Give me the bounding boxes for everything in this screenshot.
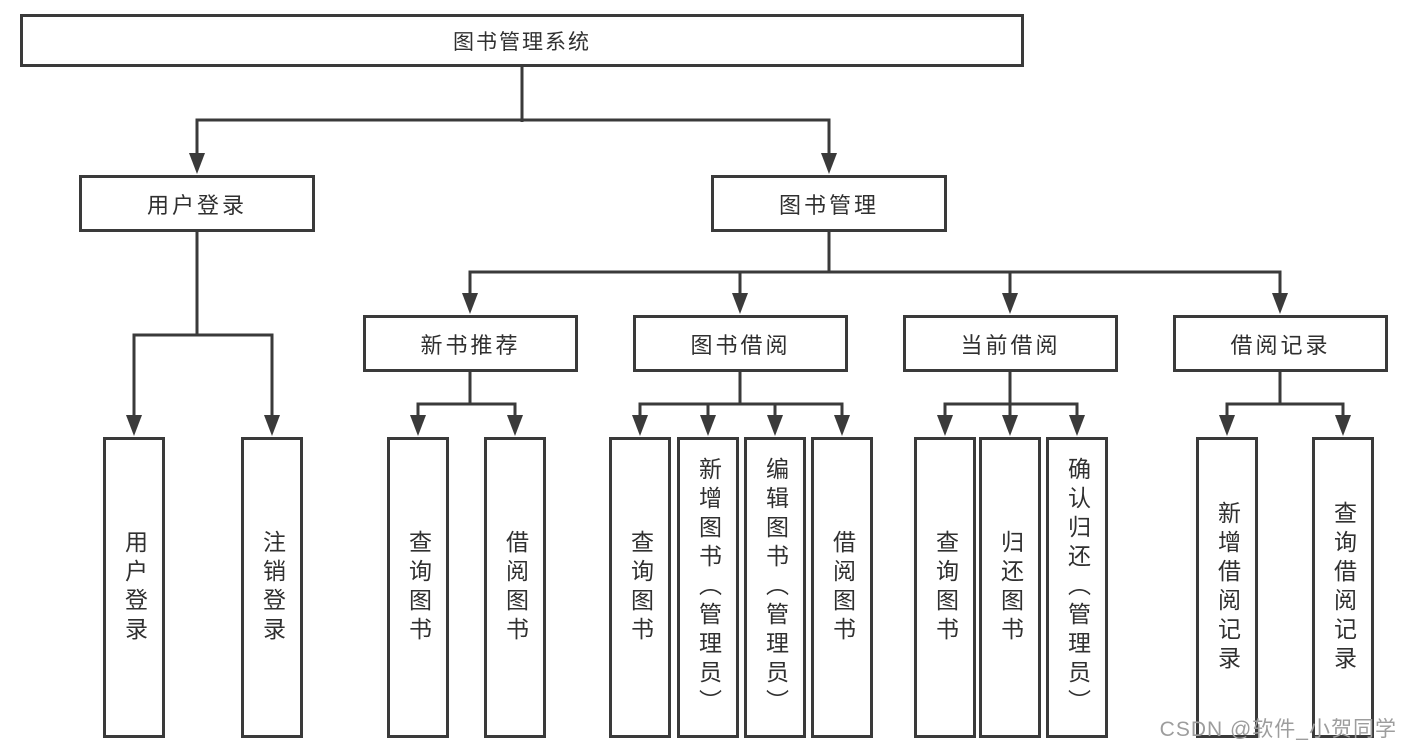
leaf-label: 借阅图书 [502, 529, 529, 646]
node-label: 图书管理 [778, 192, 879, 218]
connector-bookmgmt-to-level3 [468, 232, 1282, 296]
node-label: 图书借阅 [690, 332, 791, 358]
node-current-borrowing: 当前借阅 [903, 315, 1118, 372]
arrow-down-icon [126, 415, 142, 436]
node-label: 用户登录 [146, 192, 247, 218]
leaf-borrow-books: 借阅图书 [811, 437, 873, 738]
node-label: 当前借阅 [960, 332, 1061, 358]
leaf-return-books: 归还图书 [979, 437, 1041, 738]
leaf-label: 查询图书 [932, 529, 959, 646]
leaf-label: 新增借阅记录 [1214, 500, 1241, 675]
arrow-down-icon [732, 293, 748, 314]
arrow-down-icon [767, 415, 783, 436]
leaf-user-login: 用户登录 [103, 437, 165, 738]
arrow-down-icon [1219, 415, 1235, 436]
leaf-query-books: 查询图书 [387, 437, 449, 738]
node-label: 借阅记录 [1230, 332, 1331, 358]
leaf-borrow-books: 借阅图书 [484, 437, 546, 738]
leaf-edit-books-admin: 编辑图书（管理员） [744, 437, 806, 738]
leaf-label: 编辑图书（管理员） [762, 457, 789, 718]
arrow-down-icon [462, 293, 478, 314]
arrow-down-icon [1002, 293, 1018, 314]
arrow-down-icon [264, 415, 280, 436]
leaf-label: 注销登录 [259, 529, 286, 646]
arrow-down-icon [834, 415, 850, 436]
arrow-down-icon [1069, 415, 1085, 436]
connector-root-to-level2 [195, 67, 831, 156]
leaf-query-books: 查询图书 [914, 437, 976, 738]
arrow-down-icon [821, 153, 837, 174]
leaf-label: 确认归还（管理员） [1064, 457, 1091, 718]
arrow-down-icon [1272, 293, 1288, 314]
leaf-label: 用户登录 [121, 529, 148, 646]
leaf-label: 查询借阅记录 [1330, 500, 1357, 675]
connector-userlogin-to-children [132, 232, 274, 418]
arrow-down-icon [700, 415, 716, 436]
arrow-down-icon [410, 415, 426, 436]
csdn-watermark: CSDN @软件_小贺同学 [1159, 718, 1397, 741]
node-user-login: 用户登录 [79, 175, 315, 232]
node-borrowing-records: 借阅记录 [1173, 315, 1388, 372]
node-new-book-recommendation: 新书推荐 [363, 315, 578, 372]
leaf-query-books: 查询图书 [609, 437, 671, 738]
node-book-borrowing: 图书借阅 [633, 315, 848, 372]
arrow-down-icon [507, 415, 523, 436]
connector-records-to-children [1225, 372, 1345, 418]
leaf-label: 归还图书 [997, 529, 1024, 646]
leaf-label: 查询图书 [627, 529, 654, 646]
leaf-label: 查询图书 [405, 529, 432, 646]
arrow-down-icon [1335, 415, 1351, 436]
leaf-add-borrow-record: 新增借阅记录 [1196, 437, 1258, 738]
node-label: 图书管理系统 [453, 30, 591, 54]
leaf-logout: 注销登录 [241, 437, 303, 738]
node-book-management: 图书管理 [711, 175, 947, 232]
leaf-label: 新增图书（管理员） [695, 457, 722, 718]
node-library-management-system: 图书管理系统 [20, 14, 1024, 67]
arrow-down-icon [189, 153, 205, 174]
arrow-down-icon [1002, 415, 1018, 436]
leaf-add-books-admin: 新增图书（管理员） [677, 437, 739, 738]
connector-borrowing-to-children [638, 372, 844, 418]
connector-current-to-children [943, 372, 1079, 418]
node-label: 新书推荐 [420, 332, 521, 358]
arrow-down-icon [632, 415, 648, 436]
leaf-query-borrow-record: 查询借阅记录 [1312, 437, 1374, 738]
arrow-down-icon [937, 415, 953, 436]
leaf-confirm-return-admin: 确认归还（管理员） [1046, 437, 1108, 738]
connector-newbook-to-children [416, 372, 517, 418]
leaf-label: 借阅图书 [829, 529, 856, 646]
